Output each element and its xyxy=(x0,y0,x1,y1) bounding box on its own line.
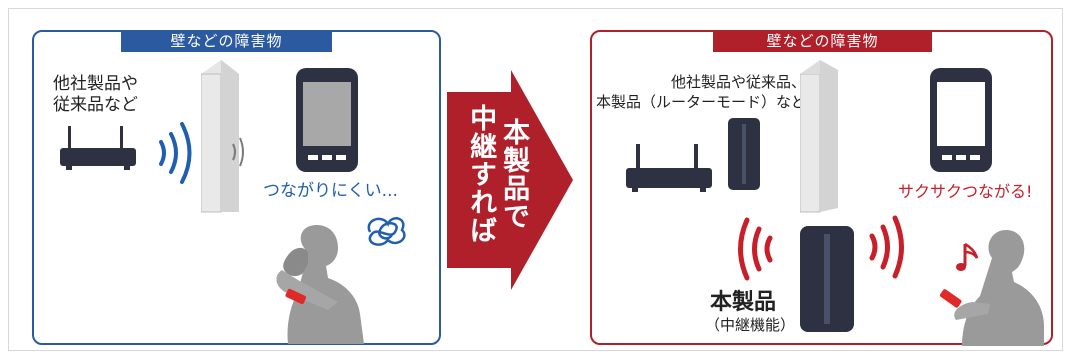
product-note-label: （中継機能） xyxy=(705,316,796,334)
right-panel-tab: 壁などの障害物 xyxy=(713,30,932,52)
left-other-products-line2: 従来品など xyxy=(53,95,138,115)
wifi-wave-icon xyxy=(869,215,904,279)
right-other-products-label: 他社製品や従来品、 本製品（ルーターモード）など xyxy=(596,72,807,112)
music-note-icon xyxy=(956,242,979,271)
wifi-wave-icon xyxy=(738,217,773,281)
figure-frame xyxy=(8,8,1063,351)
weak-wifi-wave-icon xyxy=(232,137,244,167)
router-icon xyxy=(626,144,712,192)
right-status-text: サクサクつながる! xyxy=(898,182,1033,201)
left-panel-tab: 壁などの障害物 xyxy=(121,30,332,52)
right-other-products-line1: 他社製品や従来品、 xyxy=(671,73,807,91)
tower-router-icon xyxy=(728,118,760,190)
repeater-product-icon xyxy=(800,226,854,332)
person-icon xyxy=(939,230,1044,346)
smartphone-icon xyxy=(296,68,358,172)
left-other-products-line1: 他社製品や xyxy=(53,74,138,94)
right-other-products-line2: 本製品（ルーターモード）など xyxy=(596,93,807,111)
product-name-label: 本製品 xyxy=(710,290,777,315)
wifi-wave-icon xyxy=(159,122,192,184)
relay-arrow xyxy=(447,70,573,290)
tangle-icon xyxy=(367,217,406,246)
smartphone-icon xyxy=(930,68,992,172)
wall-icon xyxy=(800,60,838,213)
wall-icon xyxy=(201,60,239,213)
person-icon xyxy=(276,224,364,344)
router-icon xyxy=(60,126,136,170)
left-other-products-label: 他社製品や 従来品など xyxy=(53,74,138,116)
arrow-text-col1: 本製品で xyxy=(498,118,530,230)
left-status-text: つながりにくい... xyxy=(263,181,398,201)
arrow-text-col2: 中継すれば xyxy=(465,104,497,244)
